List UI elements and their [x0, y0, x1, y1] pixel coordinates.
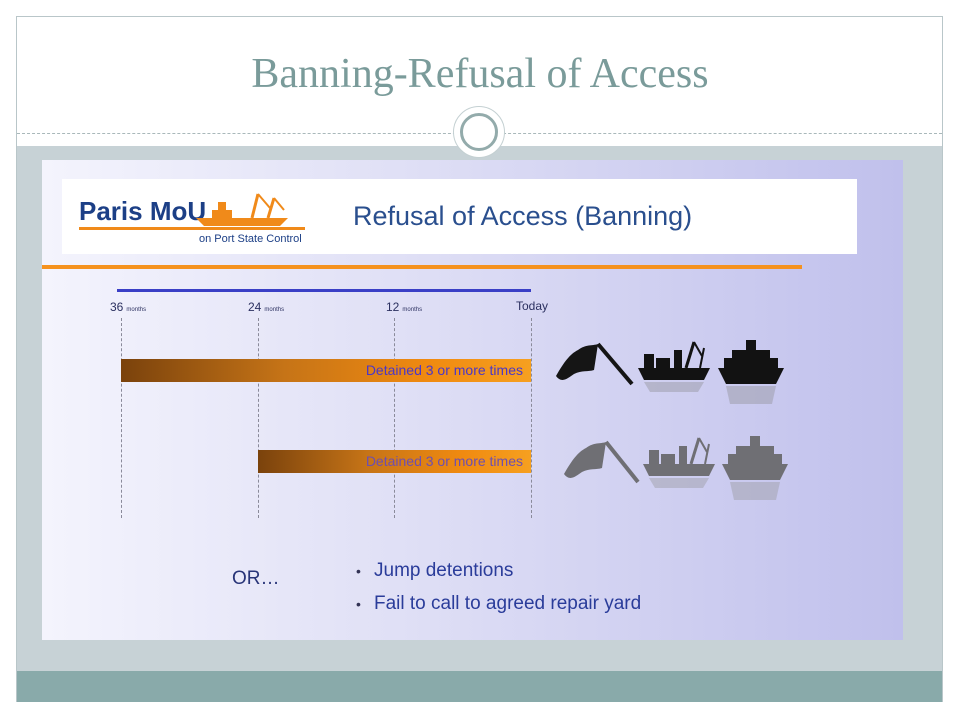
tick-label-36: 36 months — [110, 300, 147, 314]
bar-label: Detained 3 or more times — [365, 453, 523, 469]
logo-name: Paris MoU — [79, 196, 207, 226]
header-box — [62, 179, 857, 254]
circle-ornament-icon — [453, 106, 505, 158]
gridline-12 — [394, 318, 395, 518]
gridline-36 — [121, 318, 122, 518]
footer-band — [17, 671, 942, 702]
or-label: OR… — [232, 568, 280, 589]
logo-underline — [79, 227, 305, 230]
flag-icon — [556, 342, 634, 386]
ferry-icon — [718, 340, 784, 404]
tick-label-today: Today — [516, 299, 549, 313]
list-item: •Fail to call to agreed repair yard — [356, 593, 642, 614]
header-rule — [42, 265, 802, 269]
tick-label-12: 12 months — [386, 300, 423, 314]
flag-icon — [564, 440, 640, 484]
gridline-24 — [258, 318, 259, 518]
logo-subtitle: on Port State Control — [199, 233, 302, 245]
list-item: •Jump detentions — [356, 560, 514, 581]
detention-bar-36: Detained 3 or more times — [121, 359, 531, 382]
crane-logo-icon — [196, 193, 288, 226]
slide-title: Banning-Refusal of Access — [251, 51, 709, 97]
detention-bar-24: Detained 3 or more times — [258, 450, 531, 473]
tick-label-24: 24 months — [248, 300, 285, 314]
ferry-icon — [722, 436, 788, 500]
bar-label: Detained 3 or more times — [365, 362, 523, 378]
cargo-ship-icon — [643, 437, 715, 488]
header-title: Refusal of Access (Banning) — [353, 201, 693, 231]
alternatives-list: •Jump detentions •Fail to call to agreed… — [356, 560, 641, 626]
cargo-ship-icon — [638, 341, 710, 392]
timeline-axis — [117, 289, 531, 292]
gridline-today — [531, 318, 532, 518]
